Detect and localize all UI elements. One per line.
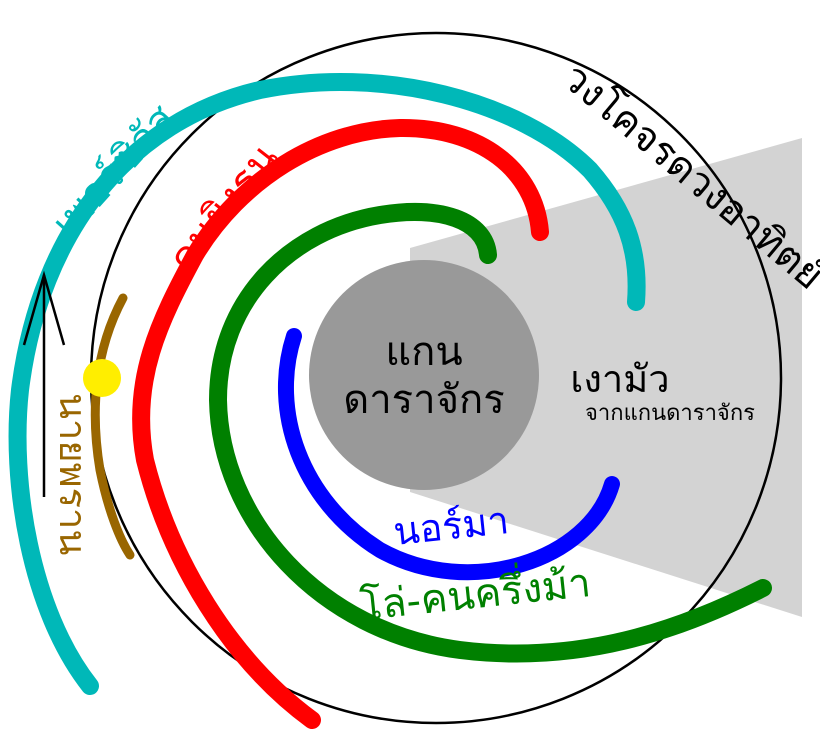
galactic-core (309, 260, 539, 490)
norma-arm (277, 328, 620, 580)
core-label-line2: ดาราจักร (343, 377, 505, 423)
sun-marker (83, 359, 121, 397)
perseus-label: เพอร์ซิอัส (43, 96, 185, 247)
scutum-centaurus-arm (208, 203, 772, 663)
perseus-arm (8, 73, 646, 695)
orion-label: นายพราน (51, 393, 95, 555)
core-label-line1: แกน (385, 329, 462, 375)
core-shadow-region (410, 138, 802, 617)
sagittarius-arm (132, 118, 549, 729)
orion-arm (90, 293, 135, 560)
sagittarius-label: คนยิงธนู (160, 136, 288, 282)
rotation-arrow-icon (22, 270, 66, 497)
norma-label: นอร์มา (391, 498, 511, 554)
shadow-label-line2: จากแกนดาราจักร (585, 401, 755, 426)
shadow-label-line1: เงามัว (570, 357, 669, 401)
